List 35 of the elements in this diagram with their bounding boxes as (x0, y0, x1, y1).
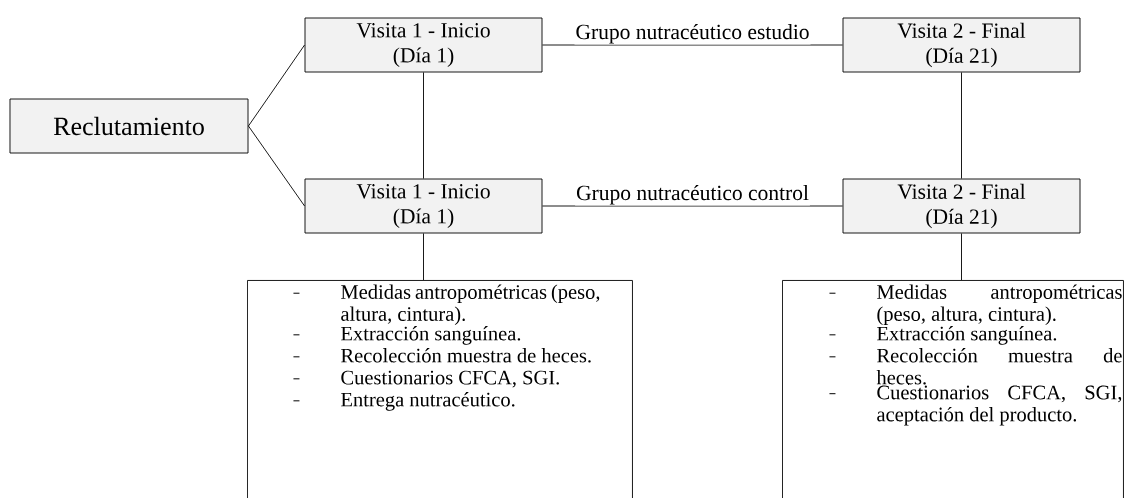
box-label: Visita 1 - Inicio (356, 184, 490, 199)
edge-label: Grupo nutracéutico estudio (576, 24, 809, 44)
list-item: Extracción sanguínea. (877, 326, 1057, 345)
edge-label: Grupo nutracéutico control (576, 185, 809, 205)
process-box (304, 178, 543, 234)
box-label: (Día 1) (393, 47, 454, 67)
box-label: (Día 1) (393, 208, 454, 228)
connector-line (248, 125, 305, 207)
list-box (782, 280, 1124, 498)
box-label: Reclutamiento (53, 116, 204, 136)
list-item: Medidas antropométricas (peso, altura, cintura). (877, 284, 1122, 326)
box-label: (Día 21) (926, 208, 997, 229)
box-label: Visita 2 - Final (897, 22, 1026, 38)
connector-line (423, 233, 424, 281)
box-label: (Día 21) (926, 47, 997, 68)
box-label: Visita 2 - Final (897, 183, 1026, 199)
list-item: Cuestionarios CFCA, SGI, aceptación del producto. (877, 385, 1122, 426)
connector-line (961, 72, 962, 179)
process-box (842, 178, 1081, 234)
list-item: Recolección muestra de heces. (876, 348, 1122, 385)
connector-line (248, 44, 305, 127)
process-box (842, 17, 1081, 73)
box-label: Visita 1 - Inicio (356, 23, 490, 38)
process-box (9, 98, 249, 154)
list-box (247, 280, 633, 498)
list-item: Extracción sanguínea. (341, 326, 521, 345)
list-item: Medidas antropométricas (peso, altura, cintura). (341, 284, 600, 326)
list-item: Cuestionarios CFCA, SGI. (341, 370, 559, 388)
connector-line (961, 233, 962, 281)
connector-line (542, 44, 843, 46)
list-item: Entrega nutracéutico. (341, 392, 515, 411)
connector-line (542, 205, 843, 207)
connector-line (423, 72, 424, 179)
process-box (304, 17, 543, 73)
list-item: Recolección muestra de heces. (341, 348, 591, 363)
